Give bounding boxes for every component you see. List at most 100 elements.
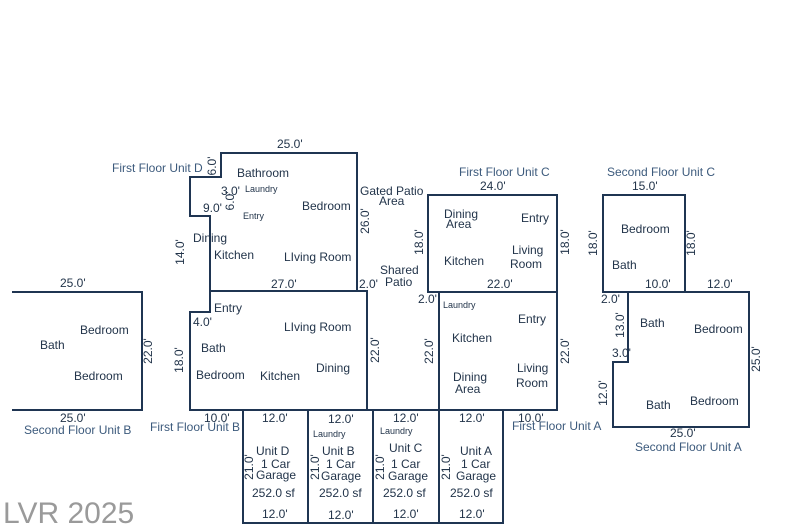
room-b-living: LIving Room [284,320,351,334]
room-d-kitchen: Kitchen [214,248,254,262]
dim-c-22: 22.0' [487,277,513,291]
room-b-kitchen: Kitchen [260,369,300,383]
dim-c-18-left: 18.0' [412,229,426,255]
unit-b-first-floor-outline [189,290,368,411]
gated-patio-area-label: Area [379,194,405,208]
unit-b-second-floor-outline [12,291,143,411]
garage-b-name: Unit B [322,444,355,458]
dim-a-10: 10.0' [518,411,544,425]
unit-label-first-floor-d: First Floor Unit D [112,161,203,175]
unit-d-first-floor-outline [189,152,358,292]
unit-label-first-floor-a: First Floor Unit A [512,419,601,433]
unit-label-second-floor-b: Second Floor Unit B [24,423,131,437]
room-b-bath: Bath [201,341,226,355]
dim-d-3: 3.0' [221,184,240,198]
dim-garage-2-top: 12.0' [328,412,354,426]
room-sb-bedroom-2: Bedroom [74,369,123,383]
dim-sa-3: 3.0' [612,346,631,360]
unit-label-first-floor-c: First Floor Unit C [459,165,550,179]
dim-b-18: 18.0' [172,347,186,373]
room-a-entry: Entry [518,312,546,326]
dim-sa-25-right: 25.0' [749,346,763,372]
garage-a-label: Garage [456,469,496,483]
room-d-dining: Dining [193,231,227,245]
dim-b-10: 10.0' [204,411,230,425]
room-a-kitchen: Kitchen [452,331,492,345]
dim-b-4: 4.0' [193,315,212,329]
dim-garage-3-top: 12.0' [393,411,419,425]
room-d-laundry: Laundry [245,184,278,194]
garage-d-type: 1 Car [261,457,290,471]
dim-c-24: 24.0' [480,179,506,193]
garage-a-name: Unit A [460,444,492,458]
garage-c-laundry: Laundry [380,426,413,436]
room-c-entry: Entry [521,211,549,225]
unit-label-first-floor-b: First Floor Unit B [150,420,240,434]
dim-sc-15: 15.0' [632,179,658,193]
garage-a-type: 1 Car [461,457,490,471]
room-sb-bath: Bath [40,338,65,352]
room-d-bathroom: Bathroom [237,166,289,180]
dim-sb-bottom: 25.0' [60,411,86,425]
dim-a-22-left: 22.0' [422,338,436,364]
garage-block-outline [242,409,504,524]
dim-sa-13: 13.0' [613,312,627,338]
shared-patio-label: Shared [380,263,419,277]
room-sb-bedroom-1: Bedroom [80,323,129,337]
unit-a-first-floor-outline [438,291,558,411]
dim-sc-18-right: 18.0' [684,230,698,256]
dim-sa-25-bottom: 25.0' [670,426,696,440]
watermark: LVR 2025 [3,497,134,530]
room-sa-bedroom-1: Bedroom [694,322,743,336]
dim-d-9: 9.0' [203,201,222,215]
dim-b-22: 22.0' [368,337,382,363]
dim-d-6-lower: 6.0' [223,192,237,211]
unit-label-second-floor-c: Second Floor Unit C [607,165,715,179]
dim-d-27: 27.0' [271,277,297,291]
room-c-living: Living [512,243,543,257]
garage-b-laundry: Laundry [313,429,346,439]
room-c-living-room: Room [510,257,542,271]
room-d-entry: Entry [243,211,265,221]
garage-b-type: 1 Car [326,457,355,471]
shared-patio-patio-label: Patio [385,275,413,289]
garage-a-area: 252.0 sf [450,486,493,500]
dim-a-22-right: 22.0' [558,338,572,364]
dim-garage-1-bottom: 12.0' [262,507,288,521]
dim-sa-2: 2.0' [601,292,620,306]
unit-label-second-floor-a: Second Floor Unit A [635,440,742,454]
gated-patio-label: Gated Patio [360,184,424,198]
garage-c-area: 252.0 sf [383,486,426,500]
room-c-dining-area: Area [446,217,472,231]
dim-garage-2-bottom: 12.0' [328,508,354,522]
dim-d-top: 25.0' [277,137,303,151]
room-b-bedroom: Bedroom [196,368,245,382]
dim-sc-10: 10.0' [645,277,671,291]
unit-c-second-floor-outline [602,194,686,293]
garage-c-type: 1 Car [391,457,420,471]
dim-d-6-upper: 6.0' [205,157,219,176]
dim-garage-4-side: 21.0' [439,454,453,480]
room-a-laundry: Laundry [443,300,476,310]
room-a-dining-area: Area [455,382,481,396]
garage-d-name: Unit D [256,444,290,458]
unit-a-second-floor-outline [612,291,750,428]
garage-d-area: 252.0 sf [252,486,295,500]
dim-d-2: 2.0' [359,277,378,291]
room-b-entry: Entry [214,301,242,315]
room-c-dining: Dining [444,207,478,221]
garage-b-area: 252.0 sf [319,486,362,500]
dim-garage-1-side: 21.0' [242,454,256,480]
room-sa-bath-1: Bath [640,316,665,330]
dim-sc-18-left: 18.0' [586,230,600,256]
room-d-bedroom: Bedroom [302,199,351,213]
room-b-dining: Dining [316,361,350,375]
dim-a-2: 2.0' [418,292,437,306]
dim-d-26: 26.0' [358,208,372,234]
room-c-kitchen: Kitchen [444,254,484,268]
room-sa-bedroom-2: Bedroom [690,394,739,408]
room-a-dining: Dining [453,370,487,384]
dim-sc-12: 12.0' [707,277,733,291]
room-sc-bath: Bath [612,258,637,272]
